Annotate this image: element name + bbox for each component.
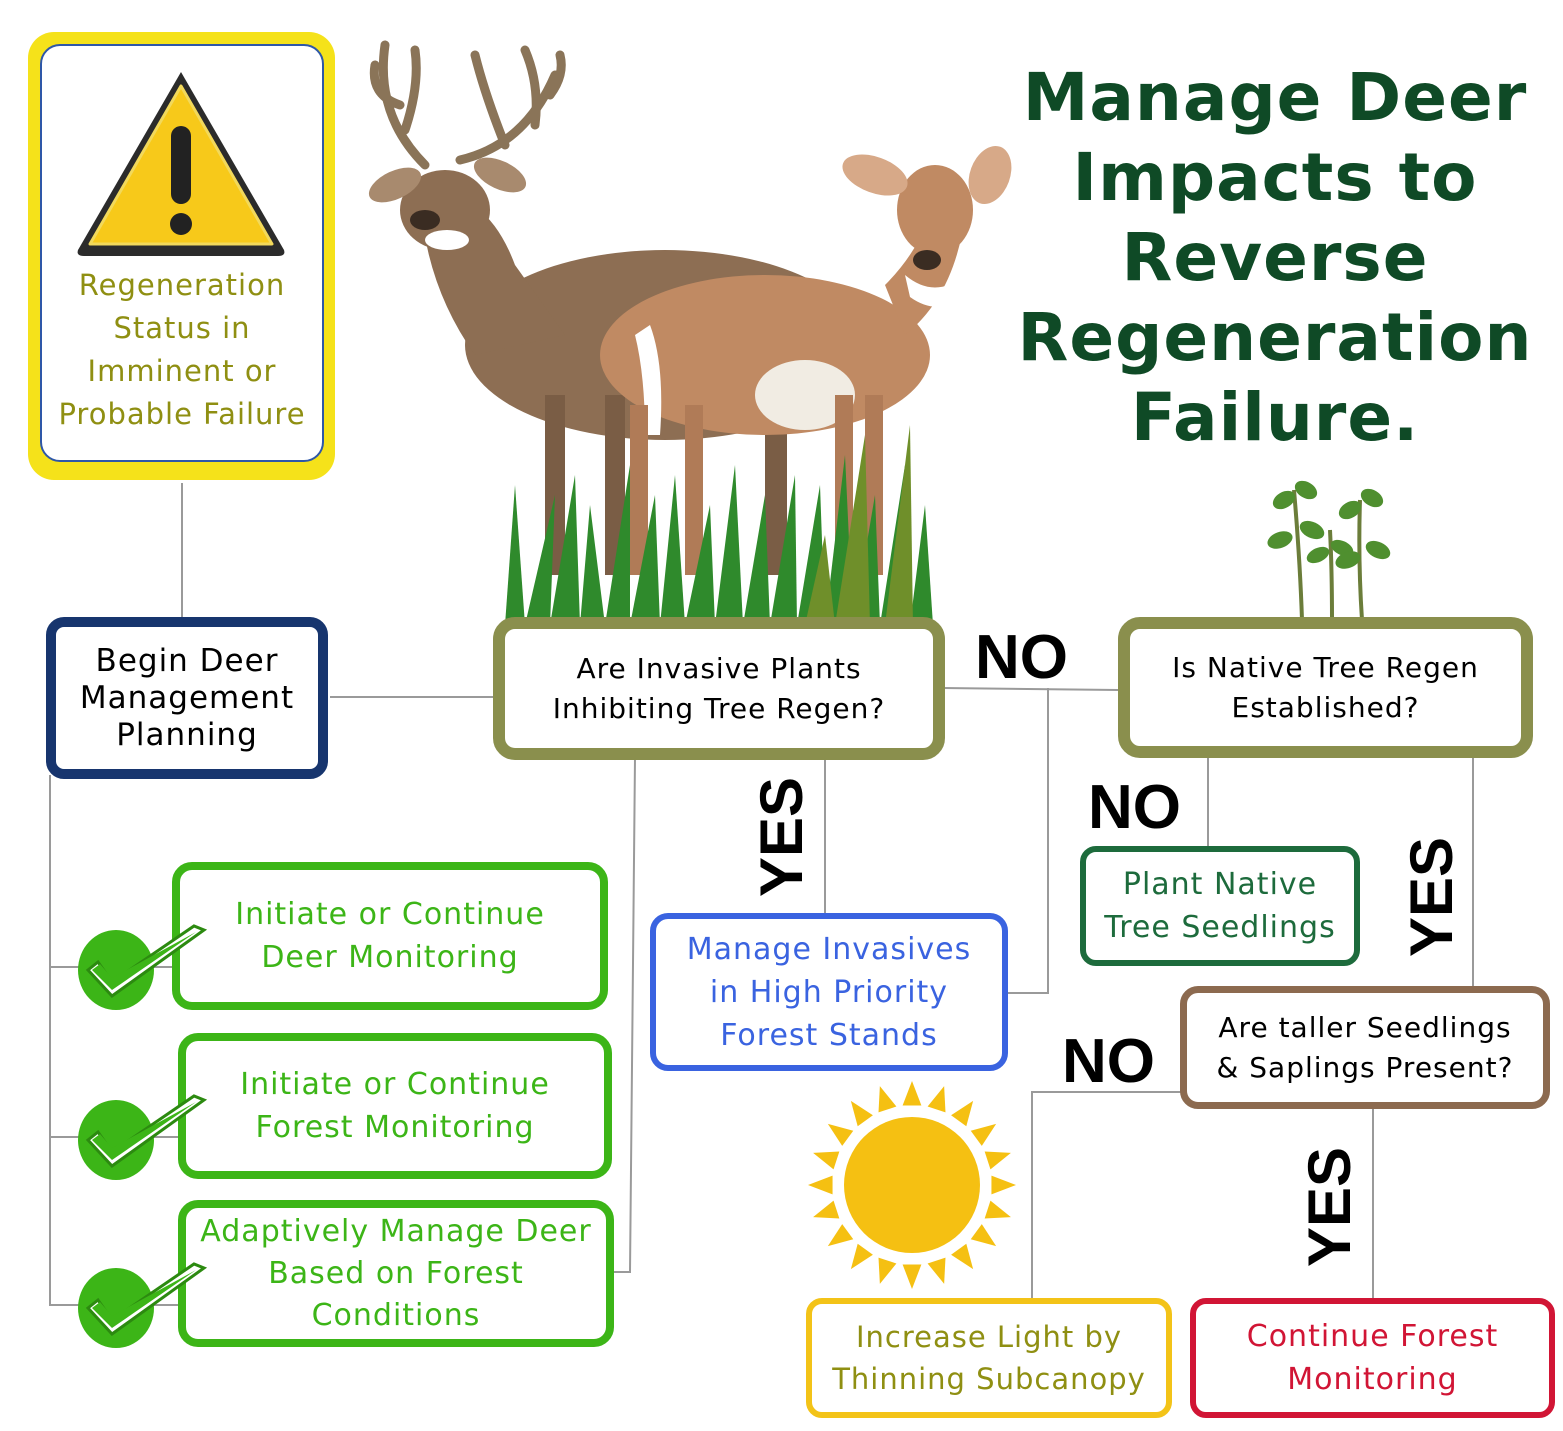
adaptive-manage-box: Adaptively Manage Deer Based on Forest C… — [178, 1200, 614, 1347]
deer-monitoring-box: Initiate or Continue Deer Monitoring — [172, 862, 608, 1010]
checkmark-icon — [78, 924, 208, 1010]
no-label-invasive: NO — [975, 623, 1068, 692]
sun-icon — [808, 1081, 1016, 1289]
yes-label-native: YES — [1398, 836, 1465, 957]
plant-seedlings-box: Plant Native Tree Seedlings — [1080, 846, 1360, 966]
yes-label-invasive: YES — [748, 776, 815, 897]
checkmark-icon — [78, 1262, 208, 1348]
manage-invasives-box: Manage Invasives in High Priority Forest… — [650, 913, 1008, 1071]
yes-label-taller: YES — [1296, 1146, 1363, 1267]
native-question-box: Is Native Tree Regen Established? — [1118, 617, 1533, 758]
regen-status-text: Regeneration Status in Imminent or Proba… — [58, 268, 306, 431]
continue-forest-monitoring-box: Continue Forest Monitoring — [1190, 1298, 1555, 1418]
warning-icon — [77, 72, 285, 256]
checkmark-icon — [78, 1094, 208, 1180]
no-label-taller: NO — [1062, 1027, 1155, 1096]
increase-light-box: Increase Light by Thinning Subcanopy — [806, 1298, 1172, 1418]
deer-illustration — [368, 40, 1012, 625]
no-label-native: NO — [1088, 773, 1181, 842]
seedling-icon — [1267, 480, 1391, 624]
begin-planning-box: Begin Deer Management Planning — [46, 617, 328, 779]
page-title: Manage Deer Impacts to Reverse Regenerat… — [1017, 59, 1533, 456]
invasive-question-box: Are Invasive Plants Inhibiting Tree Rege… — [493, 617, 945, 760]
taller-seedlings-question-box: Are taller Seedlings & Saplings Present? — [1180, 986, 1550, 1109]
forest-monitoring-box: Initiate or Continue Forest Monitoring — [178, 1033, 612, 1179]
